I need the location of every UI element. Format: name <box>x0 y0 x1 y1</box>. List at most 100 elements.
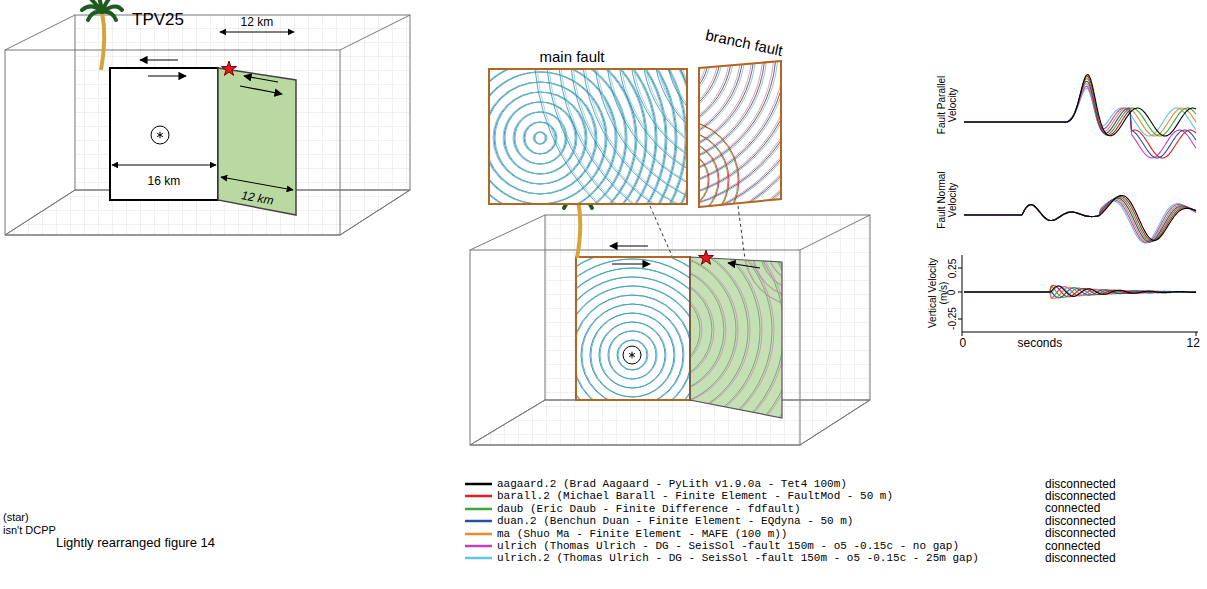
contour-line <box>576 257 690 400</box>
contour-line <box>524 194 796 466</box>
contour-line <box>560 230 760 430</box>
contour-line <box>656 68 688 152</box>
contour-line <box>590 313 674 397</box>
slip-arrows <box>610 246 760 268</box>
contour-line <box>761 210 841 290</box>
contour-line <box>744 194 856 306</box>
dimension-label: 12 km <box>241 16 274 29</box>
legend-line <box>465 520 492 523</box>
contour-line <box>698 60 782 208</box>
contour-line <box>488 68 688 205</box>
contour-line <box>698 60 782 208</box>
connection-note: disconnected <box>1045 552 1116 565</box>
dimension-label: 12 km <box>240 189 274 208</box>
contour-line <box>488 68 688 205</box>
velocity-traces <box>964 75 1196 299</box>
panel-title: branch fault <box>704 26 784 59</box>
contour-line <box>769 218 833 282</box>
contour-line <box>558 68 688 205</box>
contour-line <box>792 242 808 258</box>
contour-line <box>698 60 782 208</box>
contour-line <box>698 140 719 208</box>
contour-line <box>570 68 688 205</box>
contour-line <box>488 68 688 205</box>
contour-line <box>576 257 690 400</box>
star-marker <box>698 250 713 264</box>
contour-line <box>698 60 782 208</box>
contour-line <box>488 68 688 205</box>
note: (star) <box>3 511 29 523</box>
contour-line <box>777 226 825 274</box>
contour-line <box>698 60 782 208</box>
velocity-trace <box>964 286 1196 297</box>
dimension-label: 16 km <box>148 175 181 188</box>
contour-line <box>698 60 782 208</box>
palm-tree <box>82 0 122 70</box>
legend-text: aagaard.2 (Brad Aagaard - PyLith v1.9.0a… <box>497 478 847 490</box>
contour-line <box>576 257 690 400</box>
tick-label: 0.25 <box>947 258 958 277</box>
legend-swatch <box>464 540 494 552</box>
contour-line <box>608 278 712 382</box>
contour-line <box>600 322 666 388</box>
contour-line <box>488 68 626 205</box>
connection-note: connected <box>1045 502 1100 515</box>
contour-line <box>488 68 688 205</box>
velocity-trace <box>964 195 1196 240</box>
contour-line <box>576 286 690 400</box>
contour-line <box>550 218 774 442</box>
legend-text: ulrich (Thomas Ulrich - DG - SeisSol -fa… <box>497 540 959 552</box>
contour-line <box>488 68 657 205</box>
connection-note: disconnected <box>1045 478 1116 491</box>
contour-line <box>488 68 688 205</box>
contour-line <box>698 60 782 208</box>
contour-line <box>515 112 567 164</box>
contour-line <box>490 158 834 502</box>
contour-line <box>776 226 824 274</box>
contour-line <box>576 257 690 400</box>
contour-line <box>698 120 738 208</box>
contour-line <box>576 257 690 400</box>
contour-line <box>548 68 688 205</box>
branch-fault-plane <box>218 68 296 215</box>
contour-line <box>488 68 688 205</box>
contour-line <box>574 242 750 418</box>
contour-line <box>488 68 688 205</box>
legend-text: barall.2 (Michael Barall - Finite Elemen… <box>497 490 893 502</box>
dimension-lines <box>112 32 294 190</box>
contour-line <box>698 60 782 208</box>
branch-fault-outline <box>690 257 782 418</box>
velocity-trace <box>964 196 1196 241</box>
contour-line <box>608 331 656 379</box>
tick-label: 0 <box>960 337 967 350</box>
contour-line <box>488 68 688 205</box>
tick-label: 0 <box>946 289 957 295</box>
axis-title: seconds <box>1018 337 1063 350</box>
axis-title: Fault Normal Velocity <box>936 164 958 236</box>
contour-line <box>572 68 688 205</box>
legend-text: daub (Eric Daub - Finite Difference - fd… <box>497 503 801 515</box>
contour-line <box>488 68 688 205</box>
contour-line <box>698 60 782 208</box>
velocity-trace <box>964 84 1196 136</box>
connection-note: disconnected <box>1045 490 1116 503</box>
contour-line <box>495 92 587 184</box>
contour-line <box>752 202 848 298</box>
legend-swatch <box>464 503 494 515</box>
contour-line <box>576 257 690 400</box>
panel-border <box>699 61 781 207</box>
model-title: TPV25 <box>132 11 184 30</box>
model-box <box>5 15 410 235</box>
contour-line <box>576 257 690 400</box>
contour-line <box>513 112 565 164</box>
chart-axes <box>958 255 1198 336</box>
contour-line <box>698 60 782 208</box>
legend-text: ulrich.2 (Thomas Ulrich - DG - SeisSol -… <box>497 552 979 564</box>
contour-line <box>576 257 690 400</box>
contour-line <box>488 68 688 205</box>
velocity-trace <box>964 287 1196 298</box>
contour-line <box>488 68 688 205</box>
velocity-trace <box>964 79 1196 136</box>
legend-swatch <box>464 552 494 564</box>
fault-snapshot-panel: main fault <box>488 68 688 205</box>
